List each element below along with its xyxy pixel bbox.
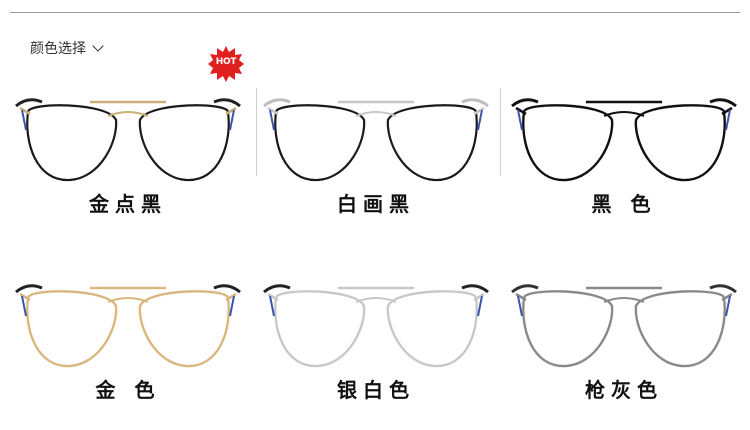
color-option[interactable]: 枪灰色 [500,266,748,426]
glasses-image [511,284,737,368]
color-option-label: 枪灰色 [585,378,663,402]
color-selection-label: 颜色选择 [30,41,86,57]
color-option-label: 黑 色 [591,192,657,216]
color-option[interactable]: 金 色 [4,266,252,426]
glasses-image [263,98,489,182]
glasses-image [263,284,489,368]
color-option[interactable]: 金点黑 [4,80,252,240]
column-divider [500,88,501,176]
chevron-down-icon [92,40,104,52]
hot-badge: HOT [208,46,244,82]
color-selection-title[interactable]: 颜色选择 [30,38,104,58]
glasses-image [15,98,241,182]
top-divider [10,12,740,13]
hot-badge-text: HOT [215,57,237,67]
color-option-label: 白画黑 [337,192,415,216]
color-option-label: 金 色 [95,378,161,402]
color-option[interactable]: 银白色 [252,266,500,426]
glasses-image [15,284,241,368]
color-option[interactable]: 黑 色 [500,80,748,240]
glasses-image [511,98,737,182]
burst-icon [208,46,244,82]
color-option[interactable]: 白画黑 [252,80,500,240]
color-option-label: 金点黑 [89,192,167,216]
column-divider [256,88,257,176]
color-option-label: 银白色 [337,378,415,402]
